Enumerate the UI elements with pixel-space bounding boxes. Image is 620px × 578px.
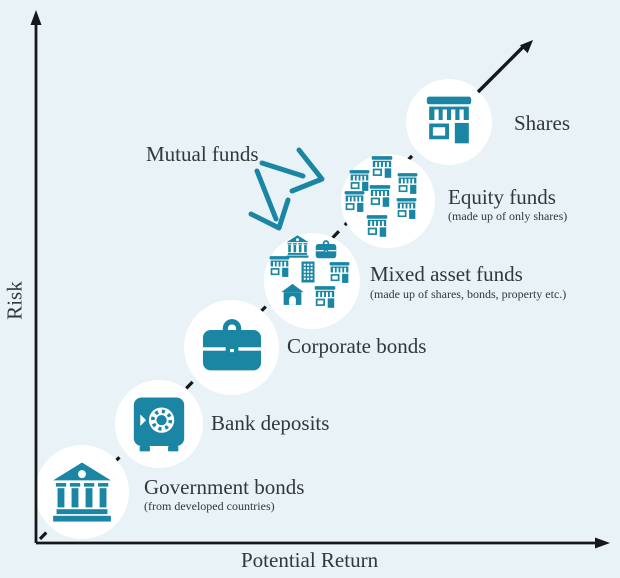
bank-deposits-label: Bank deposits — [211, 411, 330, 435]
mutual-funds-arrow-to-equity — [259, 160, 306, 179]
risk-axis-label: Risk — [2, 281, 27, 320]
government-bonds-circle — [35, 445, 129, 539]
mixed-asset-funds-label: Mixed asset funds — [370, 262, 523, 286]
y-axis-arrowhead — [30, 10, 42, 25]
mutual-funds-arrow-to-mixed — [254, 168, 279, 222]
government-bonds-sublabel: (from developed countries) — [144, 499, 275, 513]
potential-return-axis-label: Potential Return — [241, 548, 379, 572]
mutual-funds-arrowhead-to-mixed — [248, 197, 291, 231]
equity-funds-label: Equity funds — [448, 185, 556, 209]
equity-funds-sublabel: (made up of only shares) — [448, 209, 568, 223]
corporate-bonds-label: Corporate bonds — [287, 334, 427, 358]
x-axis-arrowhead — [595, 537, 610, 549]
mutual-funds-arrowhead-to-equity — [289, 147, 325, 194]
government-bonds-label: Government bonds — [144, 475, 305, 499]
mixed-asset-funds-circle — [264, 233, 360, 329]
shares-circle — [406, 79, 492, 165]
corporate-bonds-circle — [184, 300, 279, 395]
risk-return-arrow-shaft — [476, 44, 526, 94]
risk-return-arrowhead — [519, 40, 533, 54]
mutual-funds-annotation: Mutual funds — [146, 142, 259, 166]
shares-label: Shares — [514, 111, 570, 135]
equity-funds-circle — [341, 154, 435, 248]
mixed-asset-funds-sublabel: (made up of shares, bonds, property etc.… — [370, 287, 567, 301]
bank-deposits-circle — [115, 380, 203, 468]
